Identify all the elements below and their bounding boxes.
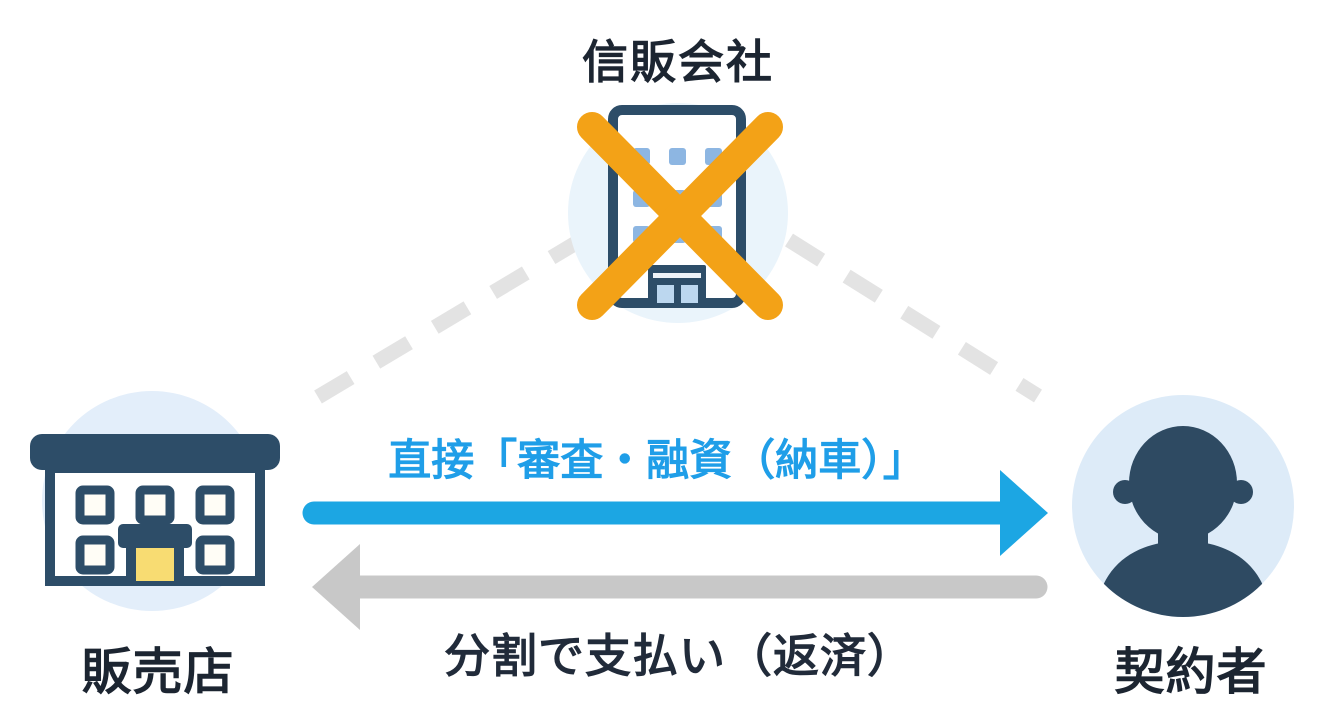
person-icon [1096,426,1270,617]
contractor-label: 契約者 [1114,643,1268,701]
repayment-flow-label: 分割で支払い（返済） [444,629,914,683]
gray-arrow-left [312,544,1048,630]
blue-arrow-right [302,470,1048,556]
direct-flow-label: 直接「審査・融資（納車）」 [388,436,926,486]
dashed-line-right [785,233,1042,403]
credit-company-label: 信販会社 [582,35,774,89]
dealer-label: 販売店 [81,643,235,701]
cross-x-icon [577,112,783,320]
contractor-circle [1072,395,1294,617]
storefront-icon [30,434,280,586]
dashed-line-left [314,230,590,404]
